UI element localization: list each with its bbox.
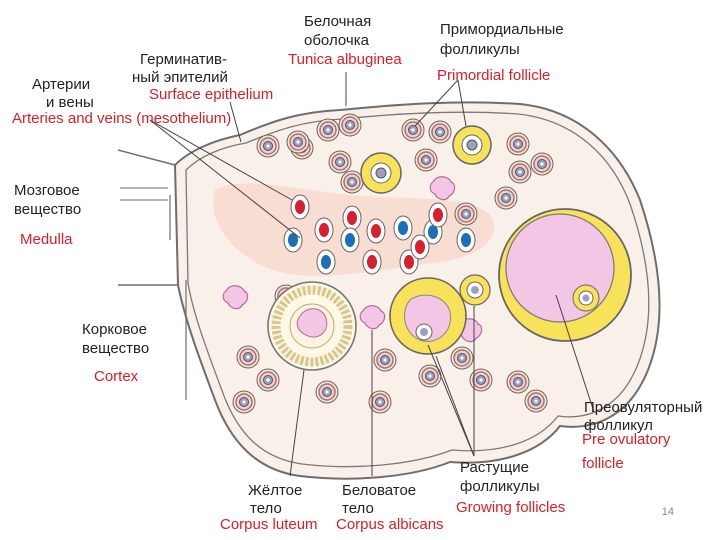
primordial-follicle bbox=[328, 150, 352, 174]
preovulatory-label-en-1: Pre ovulatory bbox=[582, 431, 671, 448]
cortex-label-ru-1: Корковое bbox=[82, 321, 147, 338]
primordial-follicle bbox=[494, 186, 518, 210]
vessel-artery bbox=[366, 218, 386, 244]
primordial-follicle bbox=[256, 134, 280, 158]
tunica-label-en: Tunica albuginea bbox=[288, 51, 402, 68]
arteries-label-en: Arteries and veins (mesothelium) bbox=[12, 110, 232, 127]
primordial-follicle bbox=[506, 132, 530, 156]
primordial-follicle bbox=[524, 389, 548, 413]
primordial-label-en: Primordial follicle bbox=[437, 67, 551, 84]
pointer-lines bbox=[149, 72, 595, 477]
medulla-label-en: Medulla bbox=[20, 231, 73, 248]
vessel-vein bbox=[340, 227, 360, 253]
corpus-luteum bbox=[267, 281, 357, 371]
albicans-label-en: Corpus albicans bbox=[336, 516, 444, 533]
primordial-follicle bbox=[316, 118, 340, 142]
vessel-artery bbox=[342, 205, 362, 231]
growing-follicle-small bbox=[459, 274, 491, 306]
vessel-vein bbox=[456, 227, 476, 253]
primordial-follicle bbox=[469, 368, 493, 392]
luteum-label-ru-1: Жёлтое bbox=[248, 482, 303, 499]
primordial-follicle bbox=[340, 170, 364, 194]
preovulatory-follicle bbox=[498, 208, 632, 342]
primordial-follicle bbox=[256, 368, 280, 392]
growing-label-ru-1: Растущие bbox=[460, 459, 529, 476]
tunica-label-ru-1: Белочная bbox=[304, 13, 372, 30]
medulla-label-ru-2: вещество bbox=[14, 201, 82, 218]
arteries-label-ru-2: и вены bbox=[46, 94, 94, 111]
luteum-label-en: Corpus luteum bbox=[220, 516, 318, 533]
primordial-follicle bbox=[506, 370, 530, 394]
growing-follicle-small bbox=[452, 125, 492, 165]
growing-follicle-large bbox=[389, 277, 467, 355]
vessel-vein bbox=[283, 227, 303, 253]
primordial-follicle bbox=[414, 148, 438, 172]
germinal-label-en: Surface epithelium bbox=[149, 86, 274, 103]
medulla-label-ru-1: Мозговое bbox=[14, 182, 80, 199]
preovulatory-label-en-2: follicle bbox=[582, 455, 624, 472]
primordial-follicle bbox=[401, 118, 425, 142]
vessel-artery bbox=[314, 217, 334, 243]
growing-label-en: Growing follicles bbox=[456, 499, 566, 516]
primordial-follicle bbox=[338, 113, 362, 137]
primordial-follicle bbox=[286, 130, 310, 154]
vessel-artery bbox=[410, 234, 430, 260]
cortex-label-en: Cortex bbox=[94, 368, 139, 385]
germinal-label-ru-2: ный эпителий bbox=[132, 69, 228, 86]
primordial-follicle bbox=[450, 346, 474, 370]
primordial-label-ru-1: Примордиальные bbox=[440, 21, 564, 38]
primordial-follicle bbox=[236, 345, 260, 369]
primordial-follicle bbox=[428, 120, 452, 144]
vessel-artery bbox=[428, 202, 448, 228]
growing-label-ru-2: фолликулы bbox=[460, 478, 540, 495]
primordial-follicle bbox=[373, 348, 397, 372]
cortex-label-ru-2: вещество bbox=[82, 340, 150, 357]
primordial-follicle bbox=[508, 160, 532, 184]
albicans-label-ru-2: тело bbox=[342, 500, 374, 517]
germinal-label-ru-1: Герминатив- bbox=[140, 51, 228, 68]
primordial-follicle bbox=[315, 380, 339, 404]
albicans-label-ru-1: Беловатое bbox=[342, 482, 417, 499]
growing-follicle-small bbox=[360, 152, 402, 194]
preovulatory-label-ru-2: фолликул bbox=[584, 417, 653, 434]
tunica-label-ru-2: оболочка bbox=[304, 32, 369, 49]
vessel-vein bbox=[316, 249, 336, 275]
primordial-follicle bbox=[530, 152, 554, 176]
vessel-artery bbox=[362, 249, 382, 275]
arteries-label-ru-1: Артерии bbox=[32, 76, 91, 93]
page-number: 14 bbox=[661, 506, 674, 518]
primordial-follicle bbox=[454, 202, 478, 226]
vessel-artery bbox=[290, 194, 310, 220]
vessel-vein bbox=[393, 215, 413, 241]
primordial-follicle bbox=[232, 390, 256, 414]
primordial-label-ru-2: фолликулы bbox=[440, 41, 520, 58]
preovulatory-label-ru-1: Преовуляторный bbox=[584, 399, 703, 416]
luteum-label-ru-2: тело bbox=[250, 500, 282, 517]
